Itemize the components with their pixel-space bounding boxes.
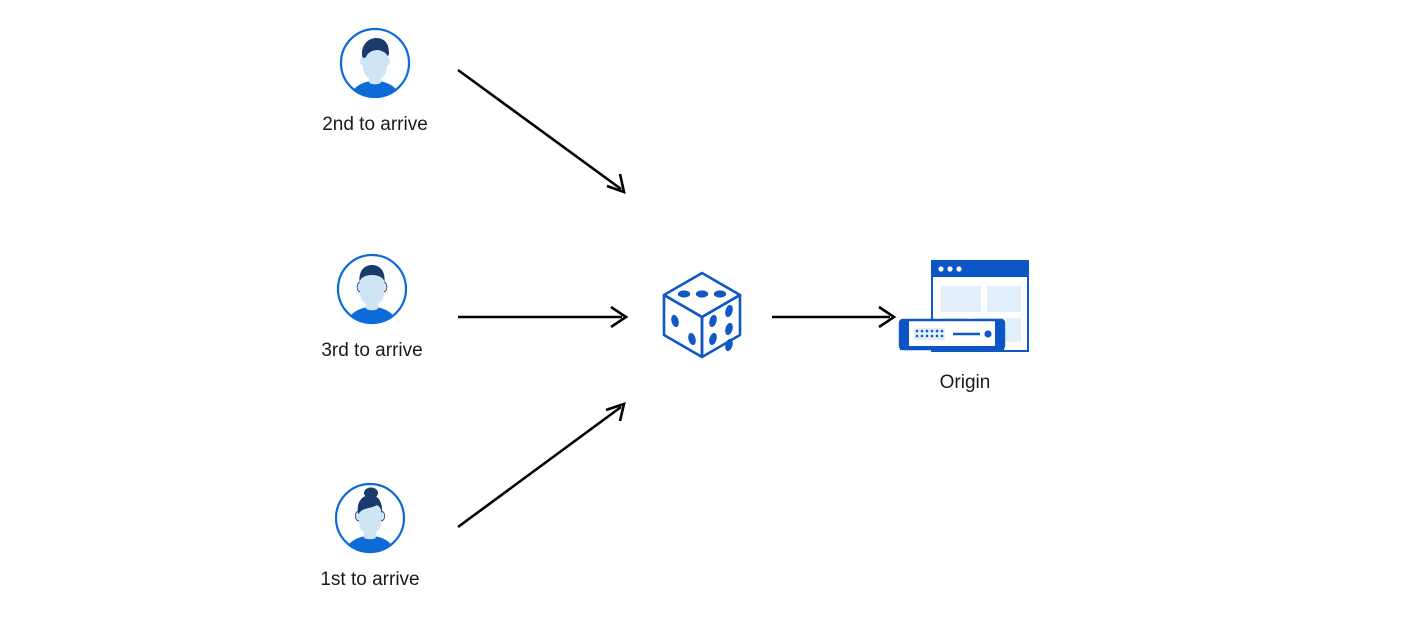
arrow-client3-to-dice xyxy=(458,305,629,329)
dice-node[interactable] xyxy=(659,269,745,361)
dice-icon xyxy=(659,269,745,361)
client-label-3rd: 3rd to arrive xyxy=(321,340,423,361)
origin-node[interactable]: Origin xyxy=(895,258,1035,395)
client-node-1st[interactable]: 1st to arrive xyxy=(259,481,481,592)
user-avatar-icon xyxy=(338,26,412,100)
user-avatar-icon xyxy=(333,481,407,555)
origin-server-icon xyxy=(895,258,1035,358)
server-device-icon xyxy=(898,318,1006,351)
origin-label: Origin xyxy=(939,372,991,393)
client-label-2nd: 2nd to arrive xyxy=(322,114,428,135)
client-node-2nd[interactable]: 2nd to arrive xyxy=(264,26,486,137)
client-label-1st: 1st to arrive xyxy=(320,569,420,590)
arrow-dice-to-origin xyxy=(772,305,897,329)
arrow-client1-to-dice xyxy=(457,402,626,529)
user-avatar-icon xyxy=(335,252,409,326)
client-node-3rd[interactable]: 3rd to arrive xyxy=(261,252,483,363)
